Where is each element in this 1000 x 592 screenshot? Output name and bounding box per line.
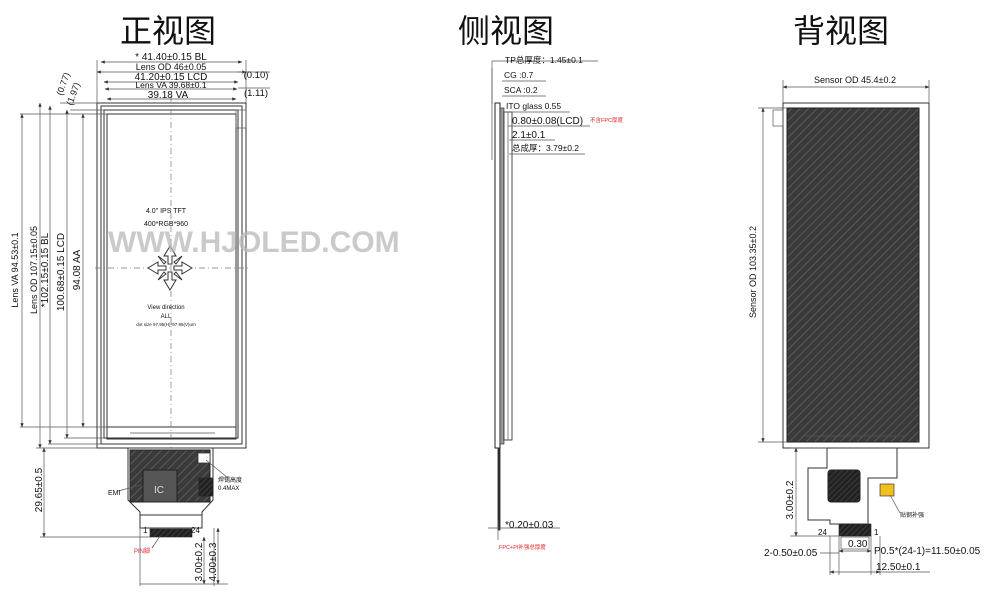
front-fpc <box>117 447 229 538</box>
back-fpc <box>807 447 898 525</box>
sensor-width: Sensor OD 45.4±0.2 <box>814 75 896 85</box>
dim-bl-height: *102.15±0.15 BL <box>40 232 51 307</box>
dim-4-00: 4.00±0.3 <box>208 542 219 581</box>
back-view: 贴钢补强 24 1 Sensor OD 45.4±0.2 Sensor OD 1… <box>748 75 981 575</box>
dim-lcd-width: 41.20±0.15 LCD <box>135 72 208 83</box>
side-view-title: 侧视图 <box>458 12 554 50</box>
dim-va-width: 39.18 VA <box>148 90 189 101</box>
bl-outline <box>100 105 243 445</box>
back-dim-total: 12.50±0.1 <box>876 562 921 573</box>
side-cg: CG :0.7 <box>504 70 534 80</box>
front-pin-1: 1 <box>143 526 148 535</box>
panel-resolution-label: 400*RGB*960 <box>144 221 188 228</box>
side-fpc-note: FPC+PI补强总厚度 <box>499 543 546 551</box>
watermark: WWW.HJOLED.COM <box>108 226 400 259</box>
pin-red-label: PIN脚 <box>134 547 150 555</box>
corner-tab <box>235 109 247 129</box>
side-lcd-note: 不含FPC厚度 <box>590 116 624 124</box>
ic-label: IC <box>154 485 164 496</box>
dim-0-10: (0.10) <box>244 70 269 81</box>
back-pin-24: 24 <box>818 528 827 537</box>
sensor-height: Sensor OD 103.35±0.2 <box>748 226 758 318</box>
side-tp: TP总厚度：1.45±0.1 <box>505 55 583 65</box>
back-corner-tab <box>772 109 784 127</box>
dim-3-00: 3.00±0.2 <box>194 542 205 581</box>
dot-size-label: dot size 97.95(H)*97.95(V)um <box>136 322 196 327</box>
steel-note: 贴钢补强 <box>900 511 924 519</box>
back-stiffener <box>827 469 861 503</box>
side-bl: 2.1±0.1 <box>512 130 546 141</box>
back-view-title: 背视图 <box>793 12 889 50</box>
dim-lens-va-height: Lens VA 94.53±0.1 <box>10 232 20 307</box>
side-view: TP总厚度：1.45±0.1 CG :0.7 SCA :0.2 ITO glas… <box>488 55 624 551</box>
view-direction-icon <box>147 245 193 291</box>
solder-height-max: 0.4MAX <box>218 486 239 492</box>
back-dim-pad: 2-0.50±0.05 <box>764 548 818 559</box>
dim-lcd-height: 100.68±0.15 LCD <box>56 233 67 311</box>
cover-glass <box>494 102 501 449</box>
front-view: 4.0" IPS TFT 400*RGB*960 View direction … <box>10 52 270 586</box>
front-pin-24: 24 <box>191 526 200 535</box>
side-fpc <box>497 448 501 531</box>
back-dim-pitch: P0.5*(24-1)=11.50±0.05 <box>874 546 981 557</box>
view-direction-label: View direction <box>147 305 184 311</box>
bottom-strip <box>106 426 237 440</box>
view-all-label: ALL <box>161 314 172 320</box>
solder-height-label: 焊锡高度 <box>218 476 242 484</box>
dim-1-11: (1.11) <box>244 88 268 99</box>
panel-size-label: 4.0" IPS TFT <box>146 208 187 215</box>
dim-lens-od-height: Lens OD 107.15±0.05 <box>29 226 39 314</box>
dim-lens-od-width: Lens OD 46±0.05 <box>136 62 206 72</box>
dim-bl-width: * 41.40±0.15 BL <box>135 52 207 63</box>
back-dim-3-00: 3.00±0.2 <box>785 480 796 519</box>
side-fpc-thickness: *0.20±0.03 <box>505 520 554 531</box>
dim-fpc-length: 29.65±0.5 <box>34 467 45 512</box>
side-ito: ITO glass 0.55 <box>506 101 561 111</box>
emi-label: EMI <box>108 490 121 497</box>
side-total: 总成厚：3.79±0.2 <box>512 143 579 153</box>
front-view-title: 正视图 <box>120 12 216 50</box>
dim-aa-height: 94.08 AA <box>72 249 83 290</box>
dim-lens-va-width: Lens VA 39.68±0.1 <box>135 80 206 90</box>
side-sca: SCA :0.2 <box>504 85 538 95</box>
active-area-outline <box>106 113 237 428</box>
side-lcd: 0.80±0.08(LCD) <box>512 116 583 127</box>
lcd-layer <box>499 107 505 445</box>
back-dim-0-30: 0.30 <box>848 539 868 550</box>
back-pin-1: 1 <box>874 528 879 537</box>
sensor-area <box>786 107 920 443</box>
